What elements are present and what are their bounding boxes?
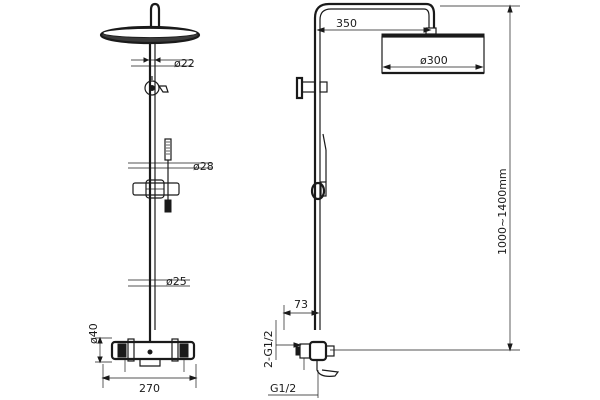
dim-label-350: 350 xyxy=(336,17,357,30)
side-riser-arm xyxy=(313,2,436,330)
side-hand-shower xyxy=(310,133,327,201)
side-diverter-knob xyxy=(295,76,328,100)
side-riser-arm-inner xyxy=(319,8,430,330)
front-view: ø22 ø28 xyxy=(87,2,214,395)
slider-holder xyxy=(132,179,180,199)
dim-label-d22: ø22 xyxy=(174,57,195,70)
dim-label-d40: ø40 xyxy=(87,323,100,344)
dim-label-d25: ø25 xyxy=(166,275,187,288)
riser-top-hook xyxy=(149,2,161,28)
dim-label-73: 73 xyxy=(294,298,308,311)
mixer-body-front xyxy=(110,330,196,367)
dim-label-inlet: 2-G1/2 xyxy=(262,330,275,368)
dim-label-outlet: G1/2 xyxy=(270,382,296,395)
side-mixer xyxy=(295,340,340,377)
dim-label-d28: ø28 xyxy=(193,160,214,173)
shower-head-front xyxy=(99,25,201,45)
diverter-knob xyxy=(144,76,169,96)
side-view: 350 ø300 1000~14 xyxy=(262,2,520,398)
dim-arrow xyxy=(154,57,161,63)
dim-label-d300: ø300 xyxy=(420,54,448,67)
dim-label-height: 1000~1400mm xyxy=(496,168,509,255)
hand-shower-front xyxy=(164,138,172,213)
dim-arrow xyxy=(143,57,150,63)
dim-label-270: 270 xyxy=(139,382,160,395)
